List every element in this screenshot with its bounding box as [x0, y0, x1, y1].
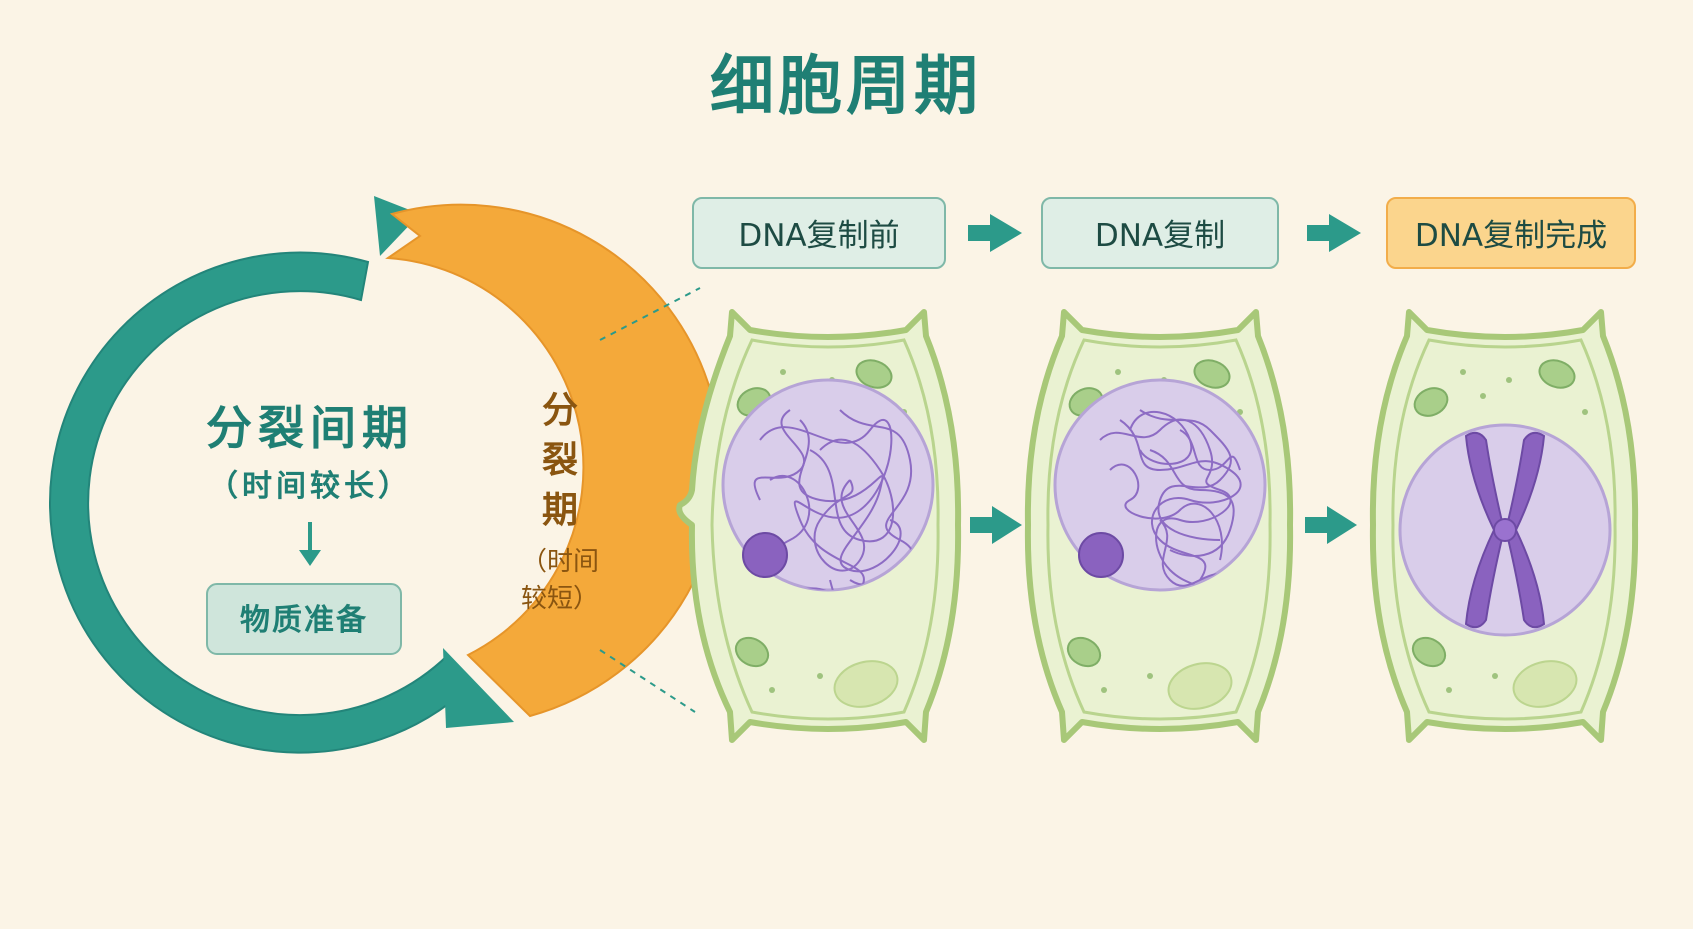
stage-label-2: DNA复制: [1041, 197, 1279, 269]
mitosis-arc: [385, 203, 723, 718]
stage-label-3: DNA复制完成: [1386, 197, 1636, 269]
vacuole: [1512, 660, 1578, 708]
mitosis-duration-line1: （时间: [521, 547, 599, 577]
chloroplast-icon: [855, 359, 893, 389]
stage-label-text-3: DNA复制完成: [1415, 218, 1607, 254]
cell-before-replication: [676, 309, 962, 743]
chloroplast-icon: [1413, 387, 1449, 417]
cell-during-replication: [1024, 309, 1294, 743]
mitosis-char-2: 裂: [542, 440, 578, 481]
chloroplast-icon: [1411, 636, 1447, 668]
centromere: [1493, 518, 1517, 542]
stage-box-2: [1041, 197, 1279, 269]
chloroplast-icon: [1066, 636, 1102, 668]
interphase-arrowhead-bottom-icon: [443, 648, 514, 728]
stage-label-text-2: DNA复制: [1095, 218, 1225, 254]
page-title: 细胞周期: [710, 50, 982, 124]
cell-cycle-ring: 分裂间期 （时间较长） 物质准备 分 裂 期 （时间 较短）: [49, 196, 723, 754]
zoom-line-bottom: [599, 649, 696, 713]
right-arrow-icon: [1307, 214, 1361, 252]
cell-after-replication: [1369, 309, 1639, 743]
mitosis-char-3: 期: [542, 490, 578, 531]
down-arrow-icon: [299, 522, 321, 566]
chloroplast-icon: [1193, 359, 1231, 389]
mitosis-duration-line2: 较短）: [521, 584, 599, 614]
stage-label-1: DNA复制前: [692, 197, 946, 269]
stage-label-text-1: DNA复制前: [738, 218, 899, 254]
nucleolus: [742, 532, 788, 578]
material-prep-box: [206, 583, 402, 655]
material-prep-label: 物质准备: [240, 603, 368, 638]
nucleolus: [1078, 532, 1124, 578]
vacuole: [1167, 662, 1233, 710]
interphase-title: 分裂间期: [206, 401, 414, 455]
right-arrow-icon: [970, 506, 1022, 544]
chloroplast-icon: [1538, 359, 1576, 389]
right-arrow-icon: [1305, 506, 1357, 544]
vacuole: [833, 660, 899, 708]
interphase-duration: （时间较长）: [208, 469, 412, 504]
stage-box-1: [692, 197, 946, 269]
mitosis-char-1: 分: [542, 390, 578, 431]
chloroplast-icon: [734, 636, 770, 668]
stage-box-3: [1386, 197, 1636, 269]
replicated-chromosome: [1464, 431, 1546, 629]
chromatin: [1099, 409, 1242, 590]
right-arrow-icon: [968, 214, 1022, 252]
